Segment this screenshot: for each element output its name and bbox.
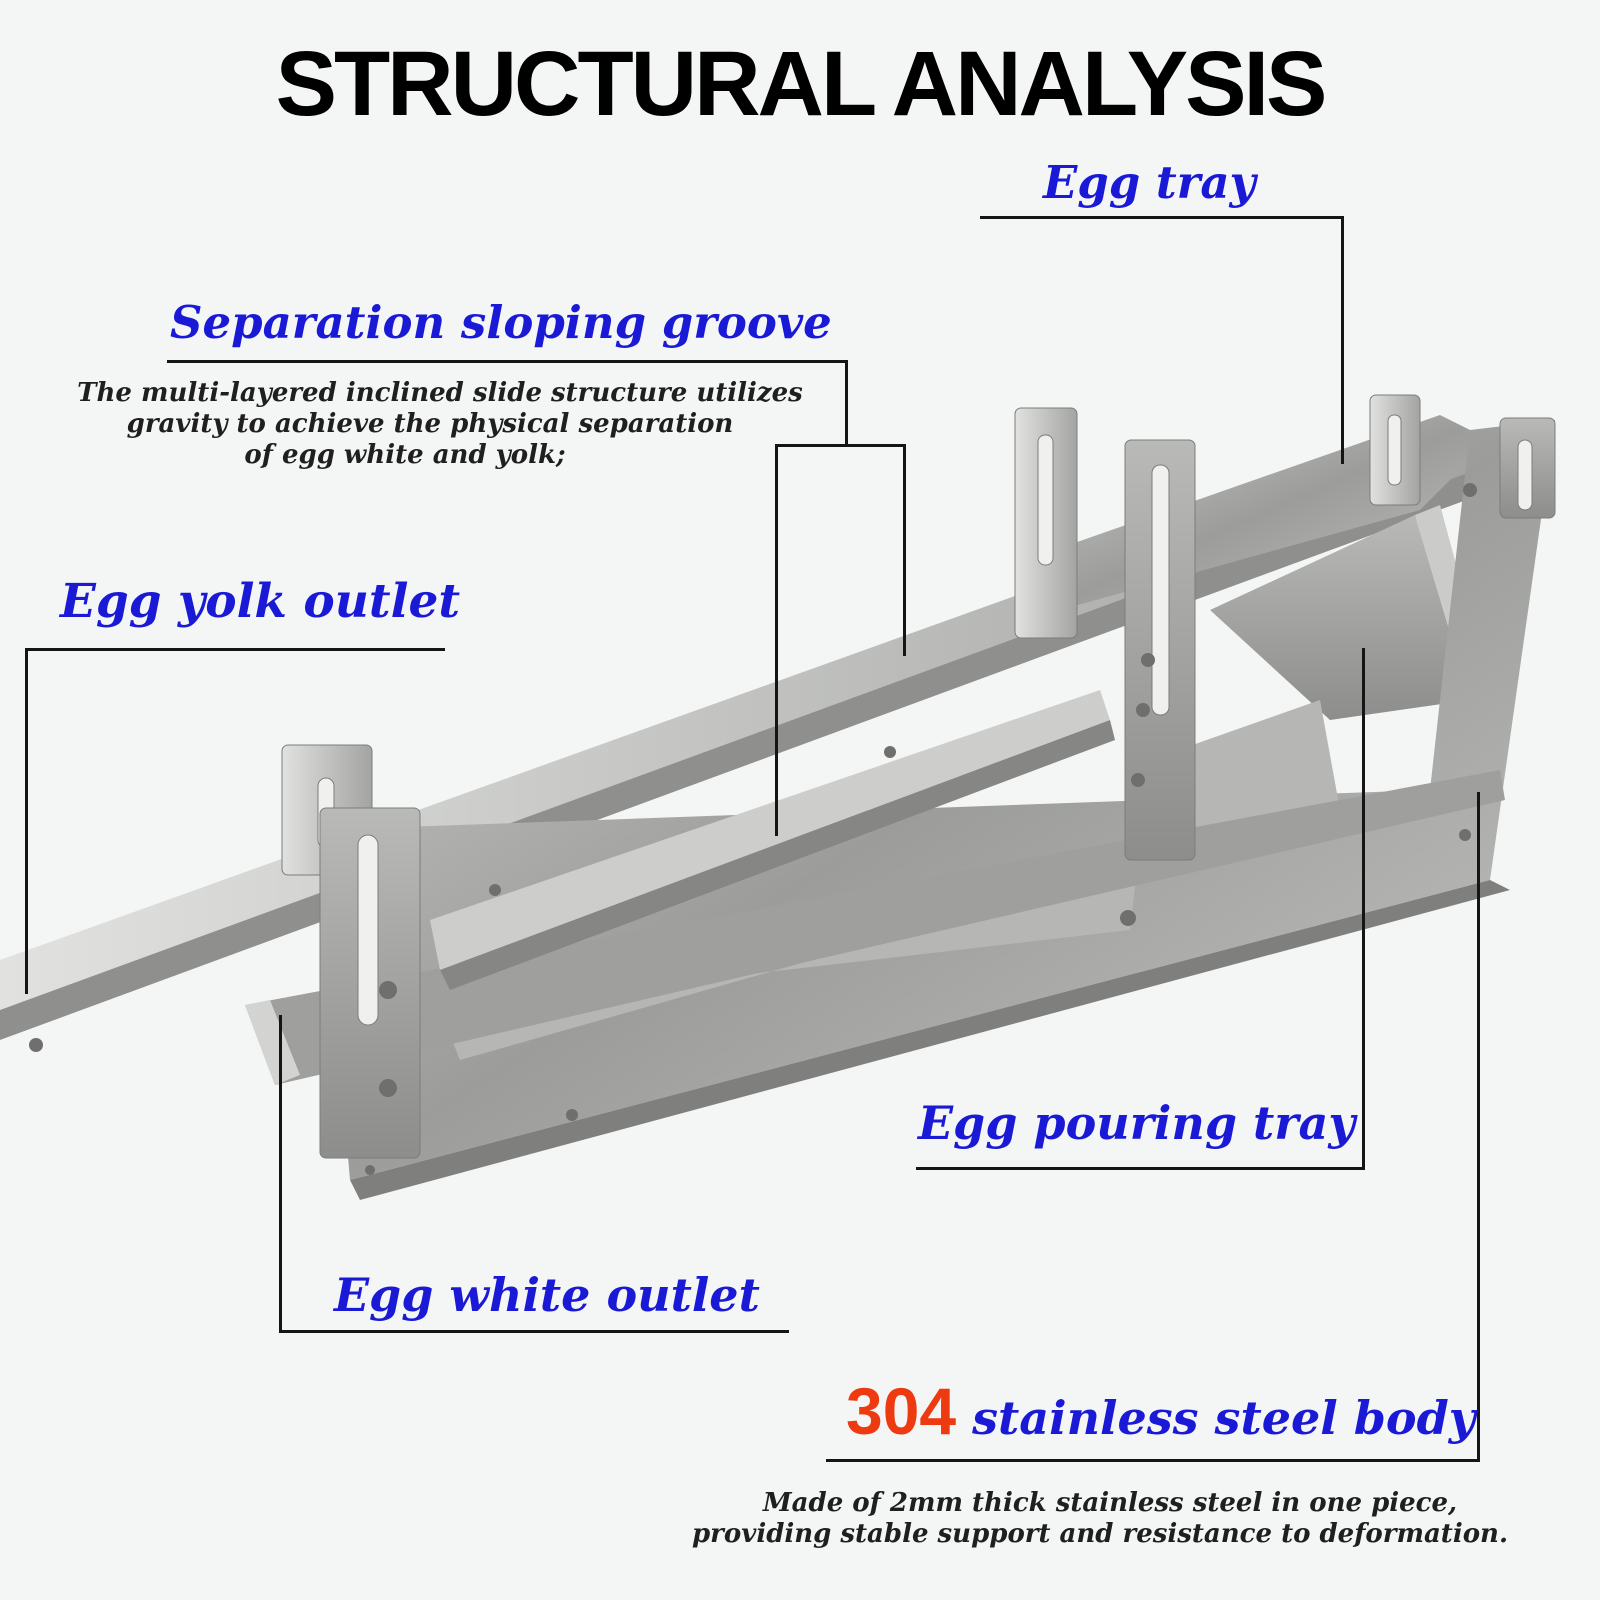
brackets bbox=[281, 394, 1556, 1159]
egg-pouring-tray-leader-v bbox=[1362, 648, 1365, 1170]
bolts bbox=[29, 483, 1477, 1175]
steel-body-text: stainless steel body bbox=[972, 1391, 1476, 1445]
separation-leader-v3 bbox=[903, 444, 906, 656]
steel-desc-line-2: providing stable support and resistance … bbox=[692, 1519, 1508, 1549]
separation-desc-line-2: gravity to achieve the physical separati… bbox=[126, 409, 734, 439]
egg-tray-label: Egg tray bbox=[1043, 156, 1256, 209]
separation-leader-v2 bbox=[775, 444, 778, 836]
egg-white-outlet-leader-h bbox=[279, 1330, 789, 1333]
separation-desc-line-1: The multi-layered inclined slide structu… bbox=[77, 378, 803, 408]
egg-yolk-outlet-leader-h bbox=[25, 648, 445, 651]
separation-groove-label: Separation sloping groove bbox=[170, 296, 832, 349]
separation-description: The multi-layered inclined slide structu… bbox=[20, 378, 860, 471]
egg-tray-leader-v bbox=[1341, 216, 1344, 464]
separation-leader-v1 bbox=[845, 360, 848, 446]
egg-yolk-outlet-label: Egg yolk outlet bbox=[60, 574, 461, 629]
egg-white-outlet-label: Egg white outlet bbox=[334, 1268, 760, 1322]
steel-body-label: 304 stainless steel body bbox=[846, 1378, 1475, 1444]
separation-groove-shape bbox=[430, 690, 1115, 990]
egg-pouring-tray-label: Egg pouring tray bbox=[918, 1096, 1356, 1150]
egg-pouring-tray-leader-h bbox=[916, 1167, 1365, 1170]
steel-desc-line-1: Made of 2mm thick stainless steel in one… bbox=[762, 1488, 1458, 1518]
egg-yolk-outlet-leader-v bbox=[25, 648, 28, 994]
egg-tray-leader-h bbox=[980, 216, 1344, 219]
steel-body-leader-h bbox=[826, 1459, 1480, 1462]
steel-body-description: Made of 2mm thick stainless steel in one… bbox=[630, 1488, 1570, 1550]
egg-white-outlet-leader-v bbox=[279, 1015, 282, 1333]
steel-grade-number: 304 bbox=[846, 1374, 957, 1448]
separation-leader-h2 bbox=[775, 444, 906, 447]
page-title: STRUCTURAL ANALYSIS bbox=[275, 33, 1328, 135]
separation-desc-line-3: of egg white and yolk; bbox=[244, 440, 566, 470]
steel-body-leader-v bbox=[1477, 792, 1480, 1462]
separation-leader-h1 bbox=[167, 360, 847, 363]
